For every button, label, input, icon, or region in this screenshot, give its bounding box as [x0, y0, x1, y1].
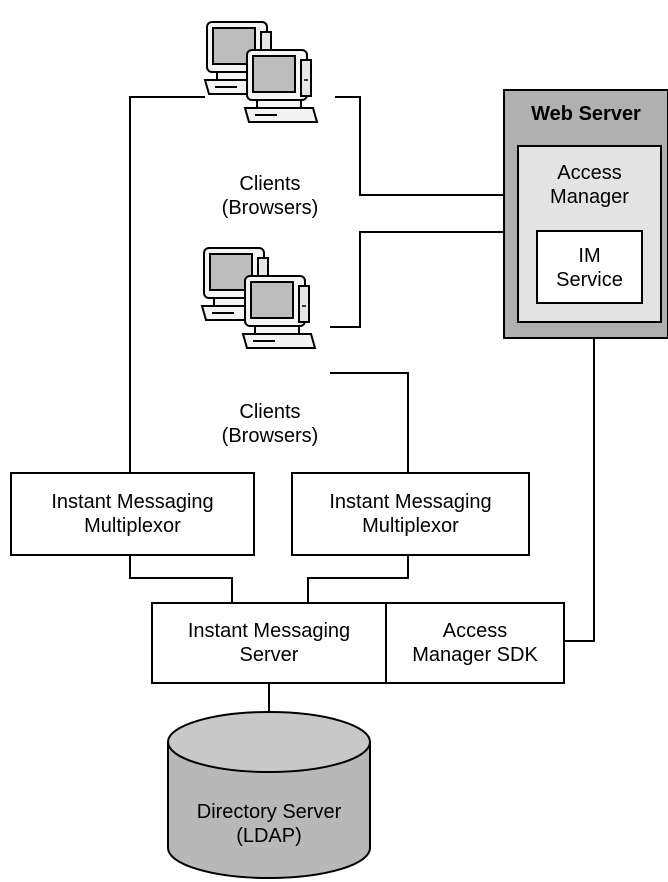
- line-multiplexor-right-to-im-server: [307, 555, 409, 603]
- desktop-computer-icon: [204, 21, 318, 123]
- web-server-title: Web Server: [531, 103, 641, 125]
- line-clients-top-to-multiplexor-left: [129, 96, 205, 473]
- am-sdk-box: [385, 602, 565, 684]
- im-server-label: Instant Messaging Server: [187, 620, 351, 666]
- im-service-label: IM Service: [556, 245, 623, 291]
- multiplexor-left-box: [10, 472, 255, 556]
- multiplexor-right-label: Instant Messaging Multiplexor: [329, 491, 492, 537]
- line-im-service-to-am-sdk: [564, 305, 595, 642]
- line-web-server-to-clients-mid: [330, 231, 504, 328]
- multiplexor-right-box: [291, 472, 530, 556]
- im-service-box: [536, 230, 643, 304]
- access-manager-label: Access Manager: [550, 162, 629, 208]
- am-sdk-label: Access Manager SDK: [412, 620, 538, 666]
- desktop-computer-icon: [201, 247, 316, 349]
- connection-lines: [129, 96, 595, 742]
- im-server-box: [151, 602, 387, 684]
- line-multiplexor-left-to-im-server: [129, 555, 233, 603]
- line-clients-mid-to-multiplexor-right: [330, 372, 409, 473]
- multiplexor-left-label: Instant Messaging Multiplexor: [51, 491, 214, 537]
- clients-top-label: Clients (Browsers): [221, 173, 319, 219]
- directory-server-label: Directory Server (LDAP): [196, 801, 342, 847]
- database-cylinder-icon: [167, 711, 371, 879]
- line-clients-top-to-web-server: [335, 96, 504, 196]
- clients-mid-label: Clients (Browsers): [221, 401, 319, 447]
